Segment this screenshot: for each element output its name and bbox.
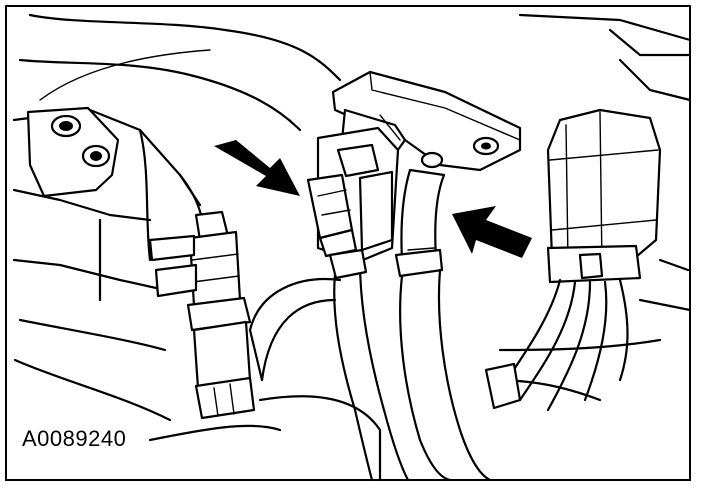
figure-reference-code: A0089240: [22, 426, 127, 451]
arrow-to-connector: [214, 140, 300, 196]
connector-wires: [328, 248, 410, 482]
arrow-to-vacuum-hose: [452, 206, 532, 258]
right-harness: [484, 108, 692, 412]
electrical-connector: [306, 126, 400, 264]
left-hose-fitting: [148, 210, 256, 420]
left-bracket: [26, 106, 120, 198]
vacuum-hose: [394, 168, 492, 482]
engine-background-lines: [12, 13, 692, 422]
center-tube: [148, 278, 382, 482]
